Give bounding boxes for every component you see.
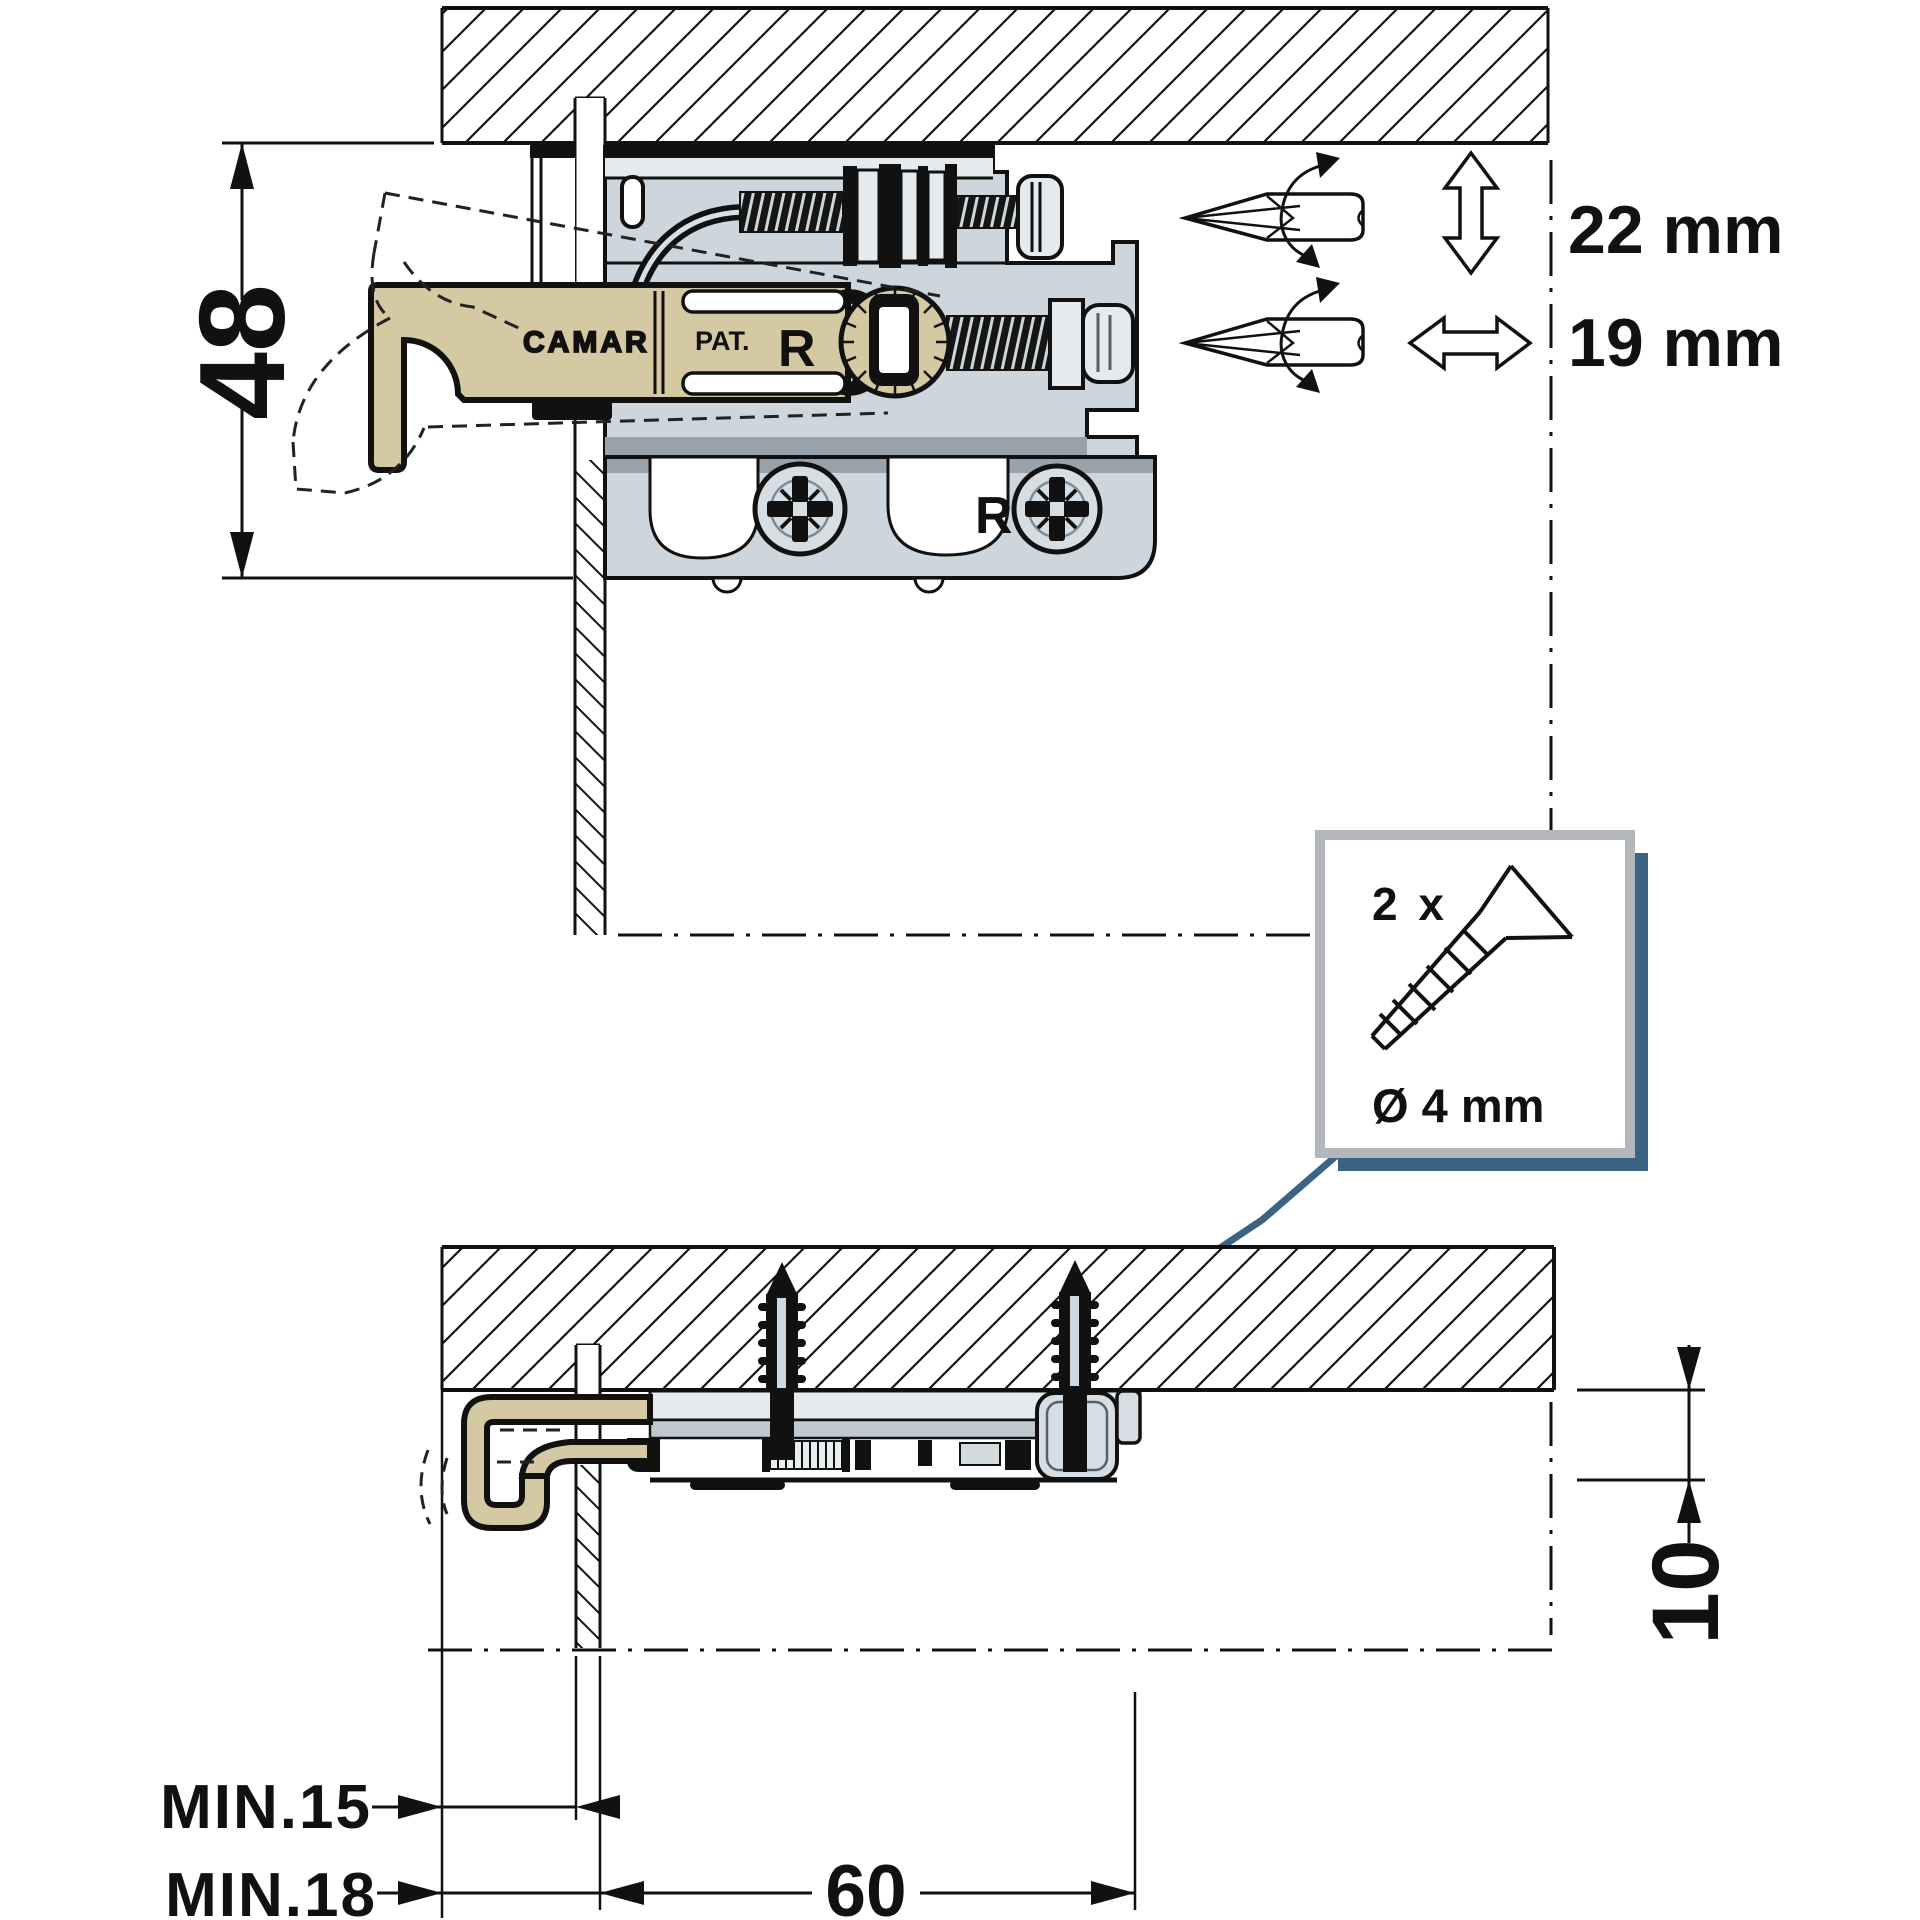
mounting-plate: R [603, 455, 1157, 594]
plate-mark-r: R [975, 487, 1013, 545]
dimension-48: 48 [174, 141, 573, 580]
callout-box: 2 x Ø 4 mm [1071, 830, 1648, 1349]
arm-mark-r: R [778, 320, 816, 378]
hook-arm-shape [368, 282, 851, 473]
hook-profile [419, 1394, 653, 1531]
rail-ghost [419, 1428, 560, 1525]
bottom-back-panel [574, 1345, 602, 1648]
end-tab [1115, 1389, 1142, 1445]
top-wall-panel [440, 6, 1550, 145]
wood-screw-left [758, 1262, 806, 1460]
dimension-min18: MIN.18 60 [165, 1656, 1137, 1920]
screw-icon [1370, 864, 1574, 1051]
patent-text: PAT. [695, 326, 750, 356]
back-panel [573, 98, 607, 935]
screwdriver-bit-icon-top [1178, 152, 1365, 268]
label-min18: MIN.18 [165, 1861, 377, 1920]
label-10: 10 [1633, 1539, 1739, 1645]
label-48: 48 [174, 284, 310, 420]
label-60: 60 [825, 1851, 906, 1920]
dimension-10: 10 [1577, 1345, 1739, 1645]
wood-screw-right [1051, 1260, 1099, 1472]
label-22mm: 22 mm [1568, 192, 1783, 268]
dimension-min15: MIN.15 [160, 1656, 620, 1842]
brand-text: CAMAR [523, 326, 650, 359]
hook-ghost-outline [291, 191, 941, 495]
label-diameter: Ø 4 mm [1372, 1079, 1544, 1132]
bracket-lip-right [605, 144, 993, 158]
label-19mm: 19 mm [1568, 305, 1783, 381]
hook-arm: CAMAR PAT. R [368, 282, 952, 473]
top-section-view: R CAMAR PAT. R [174, 6, 1783, 937]
bracket-lip-left [530, 144, 575, 158]
pozidriv-screw-left [752, 461, 848, 557]
screwdriver-bit-icon-bottom [1178, 277, 1365, 393]
bottom-panel [440, 1245, 1556, 1392]
bottom-section-view: 10 MIN.15 MIN.18 60 [160, 1245, 1739, 1920]
horizontal-adjust-arrow-icon [1407, 314, 1533, 372]
label-2x: 2 x [1372, 878, 1448, 930]
adjustment-screw-bottom [946, 298, 1135, 390]
ratchet-disc [838, 285, 952, 399]
arm-support-bar [532, 398, 612, 420]
bracket-slot-hole [620, 175, 645, 229]
vertical-adjust-arrow-icon [1441, 150, 1501, 276]
adjustment-screw-top [739, 164, 1064, 268]
label-min15: MIN.15 [160, 1773, 372, 1842]
pozidriv-screw-right [1011, 463, 1103, 555]
